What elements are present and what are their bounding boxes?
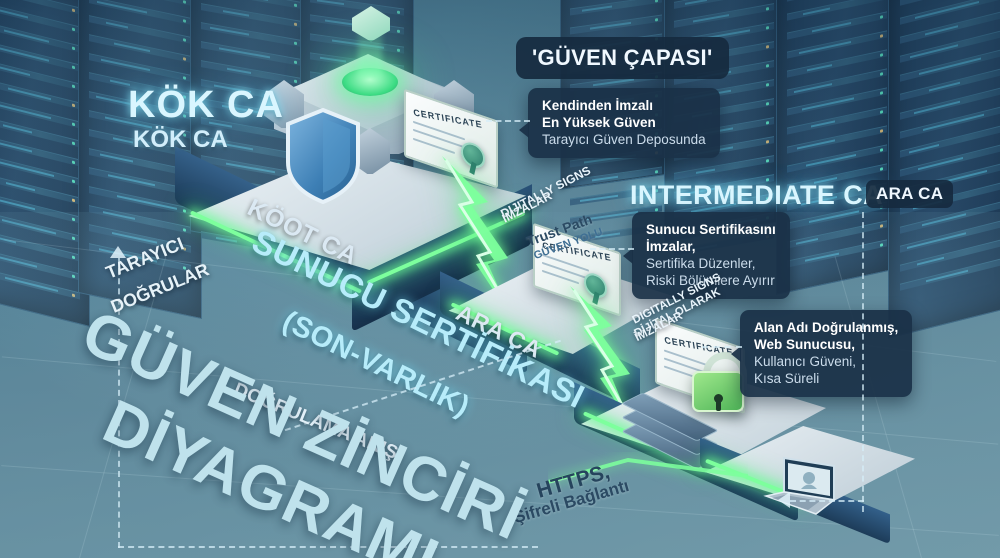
connector-root-cert — [486, 120, 530, 122]
callout-line: Web Sunucusu, — [754, 337, 856, 352]
callout-tail — [623, 248, 633, 264]
callout-tail — [731, 346, 741, 362]
callout-line: Kısa Süreli — [754, 371, 820, 386]
verify-arrow-icon — [110, 246, 126, 258]
connector-intermediate-cert — [590, 248, 634, 250]
callout-line: İmzalar, — [646, 239, 696, 254]
shield-icon — [284, 107, 362, 205]
lightning-bolt-icon — [428, 152, 558, 322]
connector-client-return — [790, 500, 864, 502]
trust-anchor-pill: 'GÜVEN ÇAPASI' — [516, 37, 729, 79]
connector-vertical-right — [862, 212, 864, 512]
callout-line: Riski Bölümlere Ayırır — [646, 273, 775, 288]
connector-bottom-path — [118, 546, 538, 548]
connector-server-cert — [702, 346, 742, 348]
callout-tail — [519, 122, 529, 138]
callout-line: Kullanıcı Güveni, — [754, 354, 857, 369]
callout-line: Tarayıcı Güven Deposunda — [542, 132, 706, 147]
intermediate-ca-pill: ARA CA — [866, 180, 954, 208]
callout-line: En Yüksek Güven — [542, 115, 656, 130]
lightning-bolt-icon — [560, 282, 670, 432]
root-ca-subheading: KÖK CA — [133, 126, 228, 153]
server-certificate-callout: Alan Adı Doğrulanmış, Web Sunucusu, Kull… — [731, 310, 913, 397]
root-ca-heading: KÖK CA — [128, 84, 284, 126]
callout-line: Sertifika Düzenler, — [646, 256, 756, 271]
root-ca-callout: Kendinden İmzalı En Yüksek Güven Tarayıc… — [519, 88, 720, 158]
callout-line: Alan Adı Doğrulanmış, — [754, 320, 899, 335]
padlock-icon — [692, 352, 747, 412]
callout-line: Sunucu Sertifikasını — [646, 222, 776, 237]
intermediate-ca-heading: INTERMEDIATE CA — [630, 180, 883, 210]
https-cable — [547, 452, 749, 492]
intermediate-ca-callout: Sunucu Sertifikasını İmzalar, Sertifika … — [623, 212, 790, 299]
return-arrow-icon — [778, 492, 790, 508]
callout-line: Kendinden İmzalı — [542, 98, 654, 113]
laptop-icon — [758, 452, 854, 524]
connector-browser-verify — [118, 258, 120, 548]
